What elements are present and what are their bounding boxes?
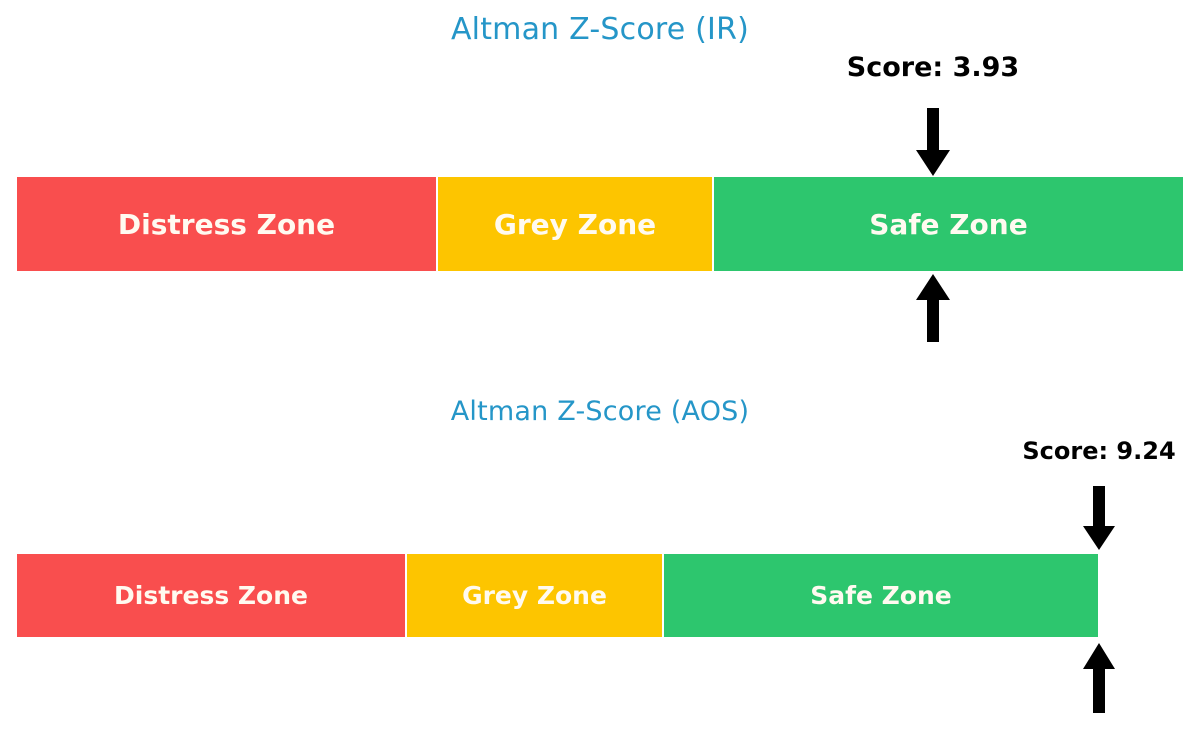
score-label-ir: Score: 3.93 bbox=[846, 52, 1020, 83]
zone-safe-aos: Safe Zone bbox=[663, 553, 1099, 638]
zone-label-distress-ir: Distress Zone bbox=[117, 207, 336, 241]
altman-zscore-aos-chart: Altman Z-Score (AOS) Score: 9.24 Distres… bbox=[0, 370, 1200, 746]
score-label-aos: Score: 9.24 bbox=[1022, 437, 1176, 465]
zone-grey-ir: Grey Zone bbox=[437, 176, 713, 272]
score-marker-up-aos bbox=[1077, 643, 1121, 715]
chart-title-ir: Altman Z-Score (IR) bbox=[450, 12, 750, 47]
zone-grey-aos: Grey Zone bbox=[406, 553, 663, 638]
zone-label-grey-ir: Grey Zone bbox=[493, 207, 657, 241]
zone-label-grey-aos: Grey Zone bbox=[462, 581, 607, 610]
zone-label-safe-aos: Safe Zone bbox=[810, 581, 952, 610]
zone-distress-ir: Distress Zone bbox=[16, 176, 437, 272]
altman-zscore-ir-chart: Altman Z-Score (IR) Score: 3.93 Distress… bbox=[0, 0, 1200, 370]
chart-title-aos: Altman Z-Score (AOS) bbox=[450, 396, 750, 427]
score-marker-up-ir bbox=[910, 274, 956, 344]
zone-safe-ir: Safe Zone bbox=[713, 176, 1184, 272]
zone-label-distress-aos: Distress Zone bbox=[114, 581, 308, 610]
zone-label-safe-ir: Safe Zone bbox=[869, 207, 1028, 241]
score-marker-down-ir bbox=[910, 108, 956, 178]
score-marker-down-aos bbox=[1077, 486, 1121, 552]
zone-distress-aos: Distress Zone bbox=[16, 553, 406, 638]
